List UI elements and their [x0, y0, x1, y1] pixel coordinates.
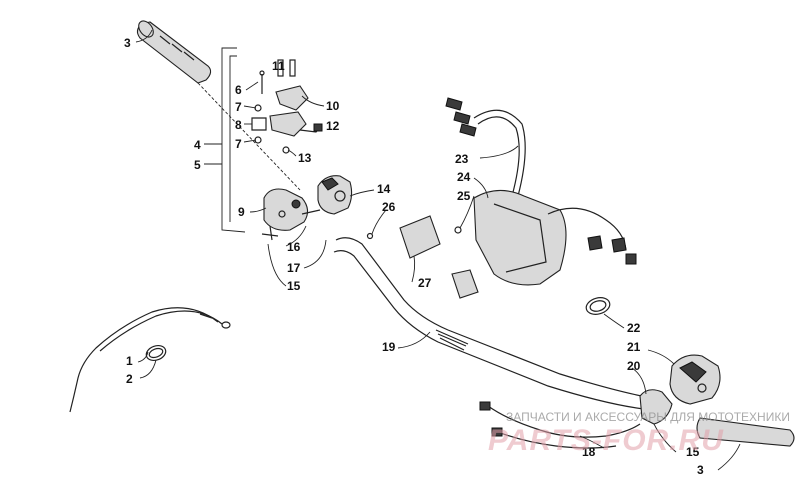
callout-19: 19: [382, 340, 396, 354]
callout-11: 11: [272, 59, 285, 73]
watermark-caption: ЗАПЧАСТИ И АКСЕССУАРЫ ДЛЯ МОТОТЕХНИКИ: [506, 410, 790, 424]
callout-5: 5: [194, 158, 201, 172]
throttle-cable: [69, 307, 231, 413]
callout-13: 13: [298, 151, 312, 165]
right-grip: [585, 297, 795, 447]
callout-1: 1: [126, 354, 133, 368]
callout-18: 18: [582, 445, 596, 459]
callout-26: 26: [382, 200, 396, 214]
control-module-23-27: [366, 97, 637, 299]
callout-21: 21: [627, 340, 641, 354]
throttle-control-14: [317, 175, 353, 215]
callout-23: 23: [455, 152, 469, 166]
callout-2: 2: [126, 372, 133, 386]
callout-6: 6: [235, 83, 242, 97]
left-switch-housing: [261, 188, 321, 241]
callout-10: 10: [326, 99, 340, 113]
wire-harness-18: [479, 401, 641, 449]
callout-16: 16: [287, 240, 301, 254]
callout-8: 8: [235, 118, 242, 132]
callout-24: 24: [457, 170, 471, 184]
callout-20: 20: [627, 359, 641, 373]
left-grip: [136, 20, 212, 84]
right-switch-housing: [639, 354, 721, 425]
callout-labels: 3 6 11 7 10 8 12 7 4 13 5 14 9 26 16 17 …: [124, 36, 704, 477]
callout-9: 9: [238, 205, 245, 219]
grip-bracket-lines: [197, 47, 301, 233]
watermark-logo: PARTS-FOR.RU: [488, 424, 724, 457]
watermark: ЗАПЧАСТИ И АКСЕССУАРЫ ДЛЯ МОТОТЕХНИКИ PA…: [488, 410, 790, 457]
callout-15-right: 15: [686, 445, 700, 459]
callout-7-lower: 7: [235, 137, 242, 151]
callout-4: 4: [194, 138, 201, 152]
callout-3-top: 3: [124, 36, 131, 50]
callout-15-left: 15: [287, 279, 301, 293]
callout-3-bottom: 3: [697, 463, 704, 477]
callout-14: 14: [377, 182, 391, 196]
handlebar: [333, 237, 653, 411]
callout-7-upper: 7: [235, 100, 242, 114]
callout-17: 17: [287, 261, 301, 275]
leader-lines: [135, 29, 741, 471]
callout-12: 12: [326, 119, 340, 133]
callout-22: 22: [627, 321, 641, 335]
brake-lever-assembly: [251, 59, 323, 154]
callout-27: 27: [418, 276, 432, 290]
callout-25: 25: [457, 189, 471, 203]
